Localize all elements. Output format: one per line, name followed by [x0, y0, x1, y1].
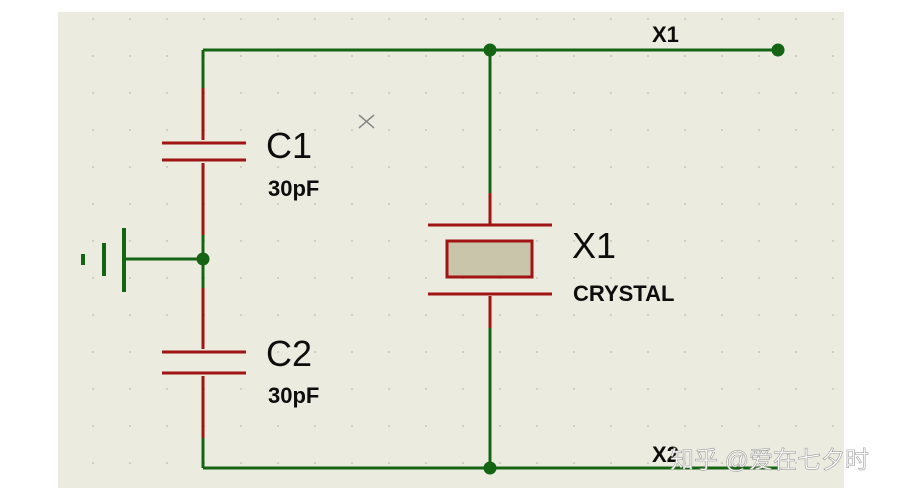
crystal-x1[interactable]	[428, 193, 552, 328]
terminal-top[interactable]	[771, 43, 785, 57]
net-bottom-label: X2	[652, 442, 679, 467]
c2-ref-label: C2	[266, 333, 312, 374]
junction-bottom	[483, 461, 497, 475]
capacitor-c1[interactable]	[162, 88, 246, 235]
ground-icon	[81, 228, 126, 292]
c1-ref-label: C1	[266, 125, 312, 166]
c1-value-label: 30pF	[268, 176, 319, 201]
junction-ground	[196, 252, 210, 266]
c2-value-label: 30pF	[268, 383, 319, 408]
watermark-text: 知乎 @爱在七夕时	[670, 447, 869, 474]
net-top-label: X1	[652, 22, 679, 47]
x1-value-label: CRYSTAL	[573, 281, 674, 306]
x1-ref-label: X1	[572, 225, 616, 266]
capacitor-c2[interactable]	[162, 288, 246, 438]
cursor-cross-icon	[358, 114, 375, 129]
junction-top	[483, 43, 497, 57]
